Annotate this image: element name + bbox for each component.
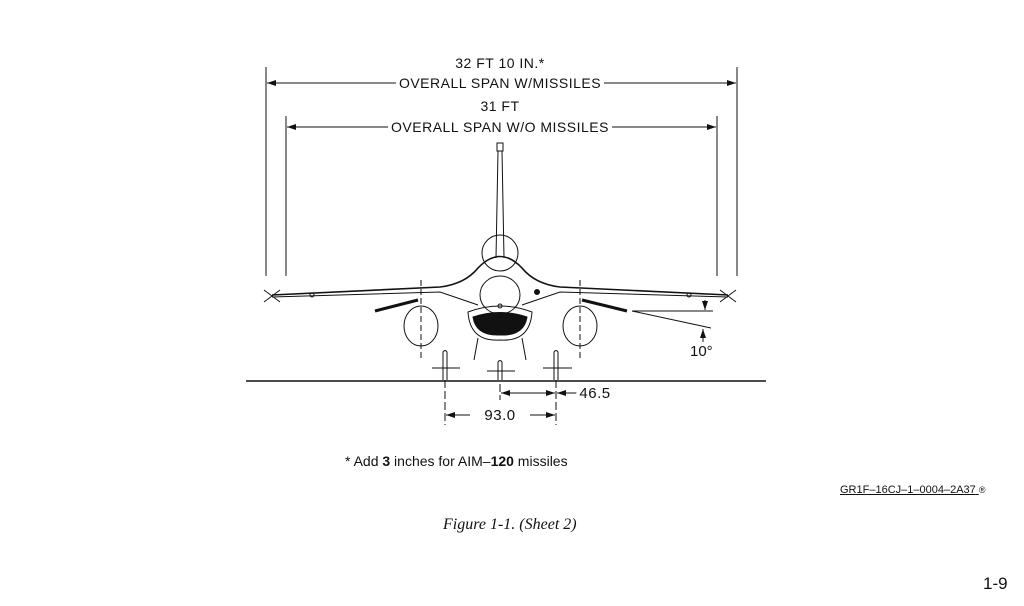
- span-with-missiles-label: OVERALL SPAN W/MISSILES: [395, 75, 605, 91]
- figure-caption: Figure 1-1. (Sheet 2): [443, 516, 577, 533]
- drawing-code: GR1F–16CJ–1–0004–2A37 ®: [840, 484, 986, 496]
- page-number: 1-9: [983, 574, 1008, 593]
- span-with-missiles-value: 32 FT 10 IN.*: [452, 55, 548, 71]
- anhedral-angle-label: 10°: [690, 343, 713, 360]
- gear-half-track-label: 46.5: [576, 385, 614, 402]
- span-without-missiles-label: OVERALL SPAN W/O MISSILES: [388, 119, 612, 135]
- registered-mark: ®: [978, 485, 986, 495]
- footnote: * Add 3 inches for AIM–120 missiles: [345, 453, 568, 469]
- gear-track-label: 93.0: [481, 407, 519, 424]
- span-without-missiles-value: 31 FT: [477, 98, 523, 114]
